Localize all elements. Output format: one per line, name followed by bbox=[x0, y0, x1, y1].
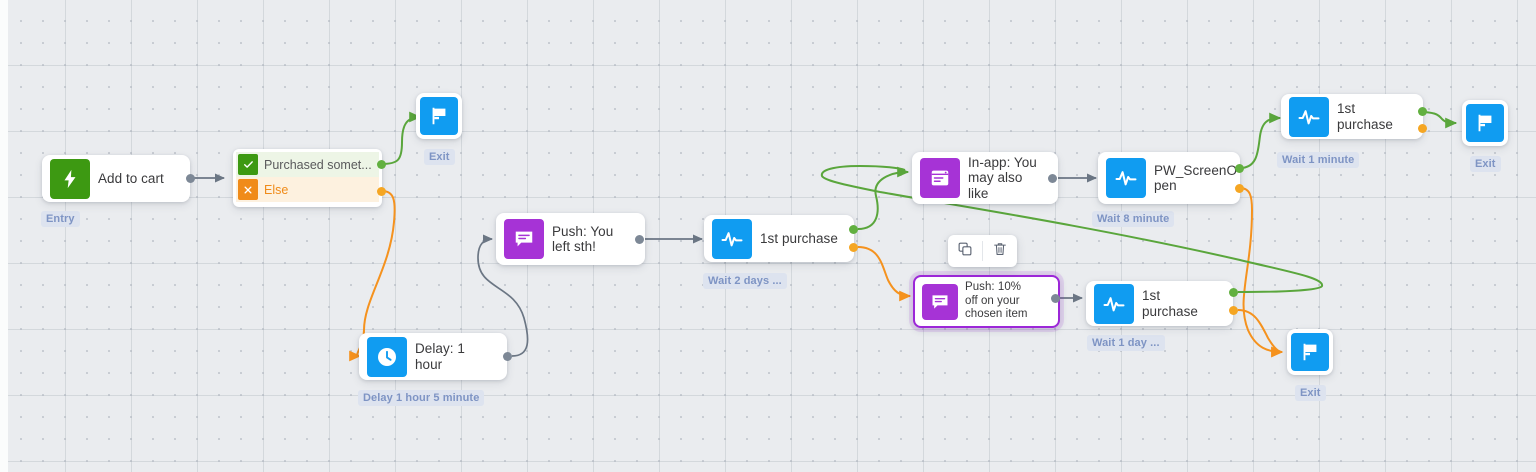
node-purchase-wait-1-minute[interactable]: 1st purchase bbox=[1281, 94, 1423, 139]
pulse-icon bbox=[1094, 283, 1134, 324]
condition-label-yes: Purchased somet... bbox=[264, 157, 372, 172]
flag-icon bbox=[1291, 333, 1329, 371]
node-pw-screenopen[interactable]: PW_ScreenO pen bbox=[1098, 152, 1240, 204]
node-purchase-wait-2-days[interactable]: 1st purchase bbox=[704, 215, 854, 262]
node-label: Add to cart bbox=[98, 170, 164, 186]
flag-icon bbox=[1466, 104, 1504, 142]
condition-row-yes[interactable]: Purchased somet... bbox=[236, 152, 379, 177]
node-push-left-sth[interactable]: Push: You left sth! bbox=[496, 213, 645, 265]
port-output-push-left-sth[interactable] bbox=[635, 235, 644, 244]
duplicate-button[interactable] bbox=[948, 235, 982, 267]
condition-row-else[interactable]: Else bbox=[236, 177, 379, 202]
chip-wait-1-day: Wait 1 day ... bbox=[1087, 335, 1165, 351]
node-label: 1st purchase bbox=[1142, 288, 1198, 319]
push-icon bbox=[504, 219, 544, 259]
port-output-add-to-cart[interactable] bbox=[186, 174, 195, 183]
node-add-to-cart[interactable]: Add to cart bbox=[42, 155, 190, 202]
push-icon bbox=[922, 283, 958, 320]
node-exit-bottom[interactable] bbox=[1287, 329, 1333, 375]
chip-wait-1-minute: Wait 1 minute bbox=[1277, 152, 1360, 168]
cross-icon bbox=[238, 179, 258, 200]
chip-exit-bottom: Exit bbox=[1295, 385, 1326, 401]
chip-exit-top: Exit bbox=[424, 149, 455, 165]
port-purchase-1day-yes[interactable] bbox=[1229, 288, 1238, 297]
pulse-icon bbox=[1106, 158, 1146, 198]
chip-entry: Entry bbox=[41, 211, 80, 227]
port-output-inapp[interactable] bbox=[1048, 174, 1057, 183]
node-label: 1st purchase bbox=[760, 230, 838, 246]
node-label: Push: 10% off on your chosen item bbox=[965, 281, 1028, 321]
port-purchase-2d-yes[interactable] bbox=[849, 225, 858, 234]
node-purchase-wait-1-day[interactable]: 1st purchase bbox=[1086, 281, 1233, 326]
port-purchase-1day-no[interactable] bbox=[1229, 306, 1238, 315]
pulse-icon bbox=[1289, 96, 1329, 137]
pulse-icon bbox=[712, 218, 752, 259]
node-inapp-may-also-like[interactable]: In-app: You may also like bbox=[912, 152, 1058, 204]
port-purchase-2d-no[interactable] bbox=[849, 243, 858, 252]
copy-icon bbox=[957, 241, 973, 262]
port-output-delay[interactable] bbox=[503, 352, 512, 361]
check-icon bbox=[238, 154, 258, 175]
node-exit-right[interactable] bbox=[1462, 100, 1508, 146]
port-pw-no[interactable] bbox=[1235, 184, 1244, 193]
flag-icon bbox=[420, 97, 458, 135]
clock-icon bbox=[367, 336, 407, 377]
port-condition-yes[interactable] bbox=[377, 160, 386, 169]
trash-icon bbox=[992, 241, 1008, 262]
condition-label-else: Else bbox=[264, 182, 289, 197]
inapp-icon bbox=[920, 158, 960, 198]
node-label: In-app: You may also like bbox=[968, 154, 1037, 201]
chip-wait-8-minute: Wait 8 minute bbox=[1092, 211, 1175, 227]
node-condition[interactable]: Purchased somet... Else bbox=[233, 149, 382, 207]
chip-wait-2-days: Wait 2 days ... bbox=[703, 273, 787, 289]
node-delay-1-hour[interactable]: Delay: 1 hour bbox=[359, 333, 507, 380]
port-purchase-1min-no[interactable] bbox=[1418, 124, 1427, 133]
node-label: 1st purchase bbox=[1337, 101, 1393, 132]
canvas-left-edge bbox=[0, 0, 8, 472]
port-purchase-1min-yes[interactable] bbox=[1418, 107, 1427, 116]
node-exit-top[interactable] bbox=[416, 93, 462, 139]
port-condition-else[interactable] bbox=[377, 187, 386, 196]
port-pw-yes[interactable] bbox=[1235, 164, 1244, 173]
node-label: Push: You left sth! bbox=[552, 223, 614, 255]
chip-delay: Delay 1 hour 5 minute bbox=[358, 390, 485, 406]
port-output-push-10-off[interactable] bbox=[1051, 294, 1060, 303]
bolt-icon bbox=[50, 158, 90, 199]
node-label: Delay: 1 hour bbox=[415, 341, 465, 372]
node-toolbar[interactable] bbox=[948, 235, 1017, 267]
delete-button[interactable] bbox=[983, 235, 1017, 267]
node-push-10-off[interactable]: Push: 10% off on your chosen item bbox=[913, 275, 1060, 328]
chip-exit-right: Exit bbox=[1470, 156, 1501, 172]
